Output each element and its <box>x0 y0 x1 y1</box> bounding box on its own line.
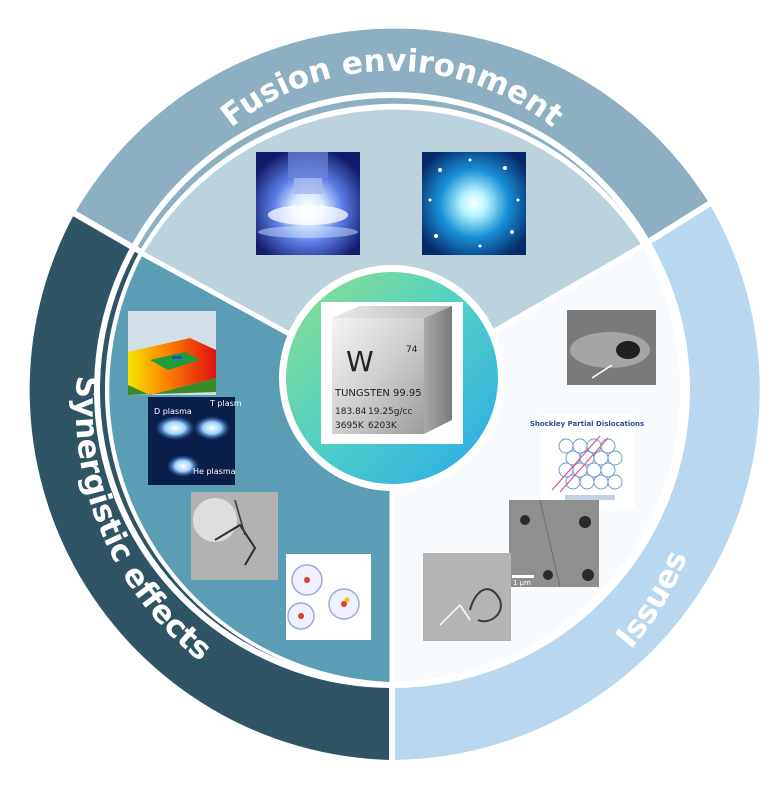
t-plasma-label: T plasm <box>209 399 242 408</box>
wiki-logo: W <box>346 345 374 378</box>
d-plasma-label: D plasma <box>154 407 192 416</box>
thermal-simulation-image <box>128 311 216 395</box>
laser-fusion-image <box>256 152 360 255</box>
scale-bar-label: 1 μm <box>513 579 531 587</box>
atom-spheres-image <box>286 554 371 640</box>
tem-micrograph-image <box>191 492 278 580</box>
ring-segment-fusion-environment <box>74 28 710 252</box>
atomic-mass: 183.84 <box>335 407 367 417</box>
ring-inner-border <box>94 92 690 688</box>
ring-segment-issues <box>392 203 760 760</box>
tungsten-cube-image: W 74 TUNGSTEN 99.95 183.84 19.25g/cc 369… <box>321 302 463 444</box>
he-plasma-label: He plasma <box>193 467 236 476</box>
density: 19.25g/cc <box>368 407 412 417</box>
ring-segment-synergistic-effects <box>29 213 393 760</box>
boiling-point: 3695K <box>335 421 365 431</box>
atomic-number: 74 <box>406 345 418 355</box>
purity: 99.95 <box>393 388 422 399</box>
shockley-dislocation-diagram: Shockley Partial Dislocations <box>530 414 644 509</box>
plasma-clouds-image: D plasma T plasm He plasma <box>148 397 242 485</box>
melting-point: 6203K <box>368 421 398 431</box>
element-name: TUNGSTEN <box>334 388 390 399</box>
sem-grain-image: 1 μm <box>509 499 599 588</box>
ring-divider <box>644 201 711 246</box>
sem-blister-image <box>567 310 656 385</box>
shockley-title: Shockley Partial Dislocations <box>530 420 644 428</box>
sem-surface-image <box>423 553 511 641</box>
plasma-burst-image <box>422 152 526 255</box>
ring-divider <box>72 210 142 254</box>
